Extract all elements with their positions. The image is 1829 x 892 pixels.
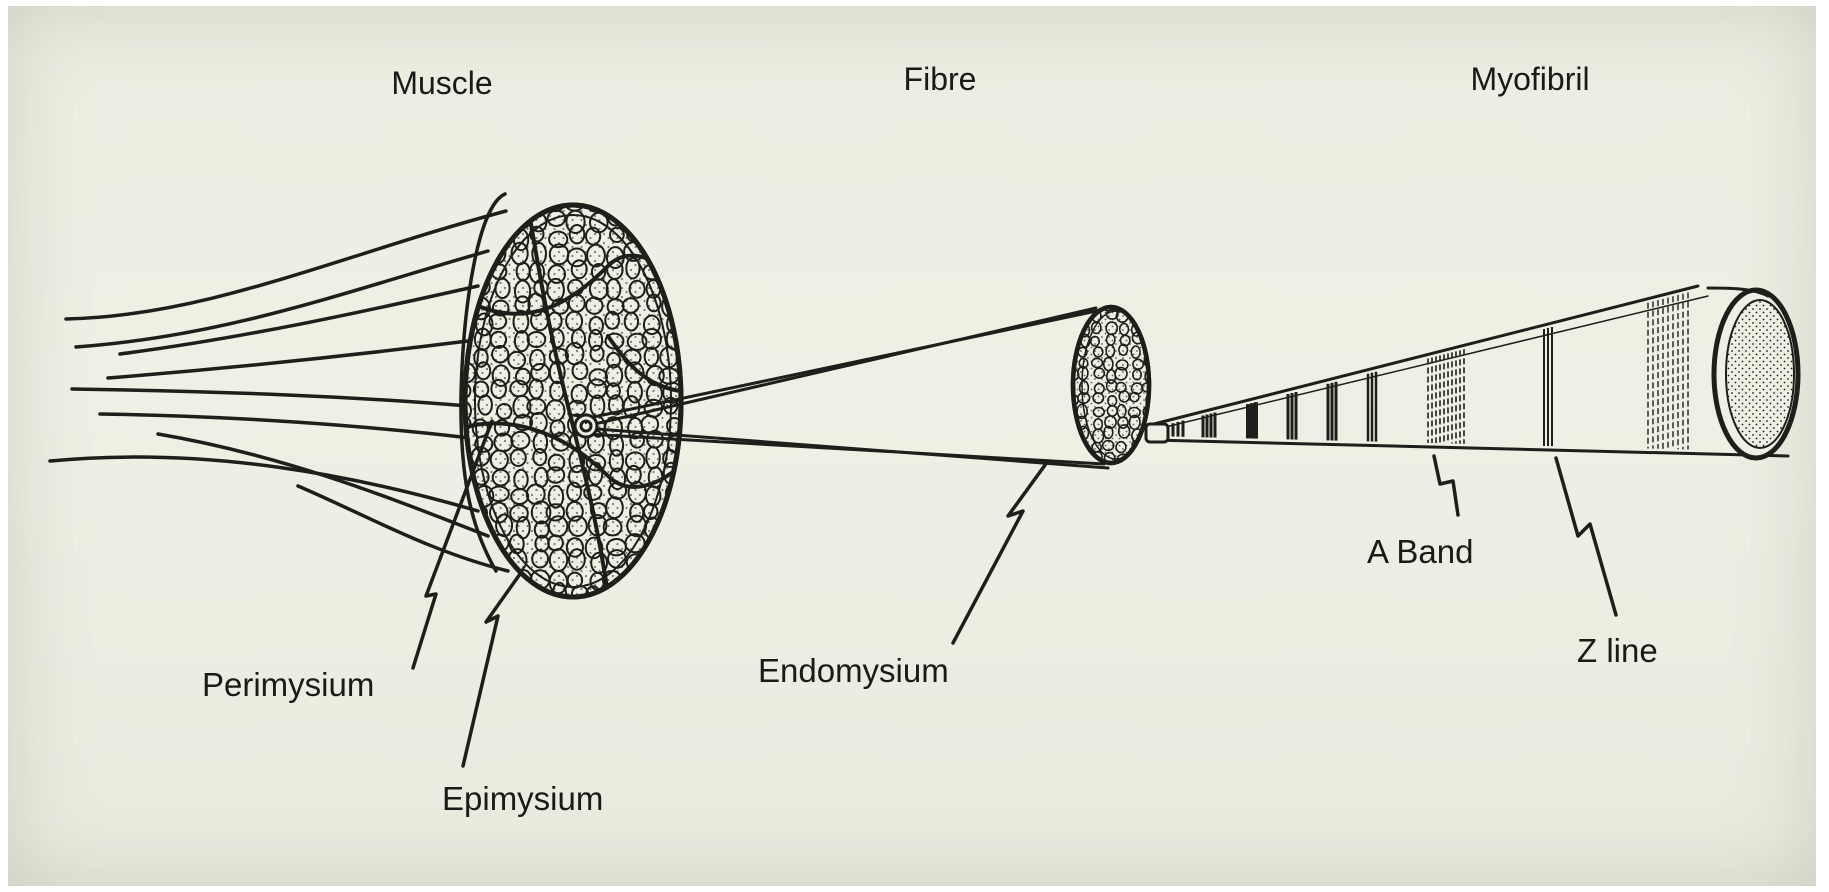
cell-outline: [511, 586, 526, 606]
cell-outline: [605, 198, 621, 214]
cell-outline: [1141, 451, 1152, 462]
cell-outline: [666, 209, 679, 231]
cell-outline: [644, 552, 662, 574]
tendon-strands: [50, 194, 508, 571]
cell-outline: [472, 587, 485, 602]
leader-endomysium: [953, 461, 1048, 643]
heading-myofibril: Myofibril: [1470, 61, 1589, 97]
cell-outline: [452, 259, 468, 281]
cell-outline: [1064, 418, 1075, 428]
leader-z-line: [1556, 458, 1616, 615]
cell-outline: [663, 244, 681, 264]
cell-outline: [532, 192, 548, 210]
cell-outline: [641, 588, 659, 604]
muscle-structure-diagram: Muscle Fibre Myofibril: [8, 6, 1816, 886]
cell-outline: [664, 228, 679, 250]
cell-outline: [456, 195, 470, 211]
cell-outline: [475, 192, 488, 213]
cell-outline: [1141, 296, 1153, 309]
cell-outline: [1066, 300, 1078, 312]
cell-outline: [662, 198, 678, 214]
cell-outline: [663, 517, 682, 533]
cell-outline: [1146, 312, 1154, 324]
label-a-band: A Band: [1367, 533, 1473, 570]
cell-outline: [1132, 310, 1141, 319]
cell-outline: [456, 531, 470, 552]
cell-outline: [645, 191, 658, 213]
leader-epimysium: [463, 574, 520, 766]
cell-outline: [513, 192, 529, 208]
fibre-cross-section: [1063, 296, 1158, 466]
heading-fibre: Fibre: [904, 61, 977, 97]
cell-outline: [1064, 439, 1074, 450]
cell-outline: [1069, 428, 1078, 441]
cell-outline: [647, 226, 660, 246]
cell-outline: [665, 538, 681, 556]
cell-outline: [1130, 298, 1138, 309]
cell-outline: [662, 554, 677, 573]
heading-muscle: Muscle: [391, 65, 492, 101]
cell-outline: [661, 591, 678, 606]
cell-outline: [664, 262, 679, 277]
cell-outline: [627, 192, 641, 213]
label-perimysium: Perimysium: [202, 666, 374, 703]
cell-outline: [646, 567, 660, 586]
label-epimysium: Epimysium: [442, 780, 603, 817]
cell-outline: [628, 588, 647, 608]
myofibril-tube: [1146, 286, 1798, 458]
cell-outline: [1081, 451, 1089, 461]
cell-outline: [453, 590, 469, 608]
cell-outline: [489, 225, 506, 245]
cell-outline: [454, 231, 471, 249]
myofibril-banding: [1173, 293, 1688, 450]
cell-outline: [1064, 321, 1075, 332]
cell-outline: [645, 215, 658, 232]
cell-outline: [1131, 452, 1141, 461]
label-z-line: Z line: [1577, 632, 1658, 669]
cell-outline: [478, 571, 491, 591]
paper-page: Muscle Fibre Myofibril: [8, 6, 1816, 886]
cell-outline: [666, 281, 682, 300]
cell-outline: [456, 570, 473, 585]
label-endomysium: Endomysium: [758, 652, 949, 689]
cell-outline: [664, 574, 678, 591]
cell-outline: [1146, 322, 1157, 331]
cell-outline: [1067, 448, 1076, 462]
leader-a-band: [1434, 456, 1458, 515]
cell-outline: [624, 209, 641, 229]
